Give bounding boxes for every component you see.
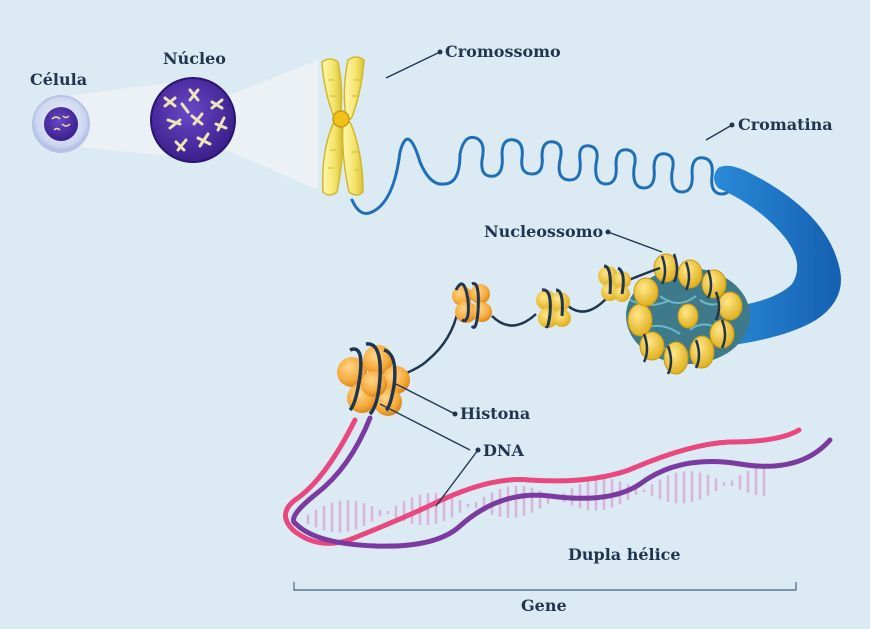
nucleosome-cluster-icon: [626, 253, 750, 375]
label-cell: Célula: [30, 70, 88, 89]
linker-dna: [387, 266, 661, 382]
label-dna: DNA: [483, 441, 524, 460]
leader-dots: [437, 49, 735, 453]
chromatin-cone: [714, 165, 841, 346]
chromosome-icon: [321, 56, 365, 196]
gene-bracket: [293, 582, 797, 591]
zoom-wedge-nucleus: [222, 60, 318, 190]
label-double-helix: Dupla hélice: [568, 545, 681, 564]
nucleus-icon: [150, 77, 236, 163]
label-nucleosome: Nucleossomo: [484, 222, 604, 241]
label-chromosome: Cromossomo: [445, 42, 561, 61]
label-nucleus: Núcleo: [163, 49, 226, 68]
label-chromatin: Cromatina: [738, 115, 833, 134]
double-helix-icon: [283, 415, 833, 549]
label-gene: Gene: [521, 596, 567, 615]
chromatin-strand: [350, 135, 734, 215]
nucleosome-icon: [536, 288, 571, 329]
leader-lines: [379, 51, 733, 507]
nucleosome-icon: [452, 282, 492, 329]
cell-icon: [32, 95, 90, 153]
label-histone: Histona: [460, 404, 531, 423]
nucleosome-icon: [598, 264, 631, 302]
histone-octamer-icon: [337, 342, 410, 416]
